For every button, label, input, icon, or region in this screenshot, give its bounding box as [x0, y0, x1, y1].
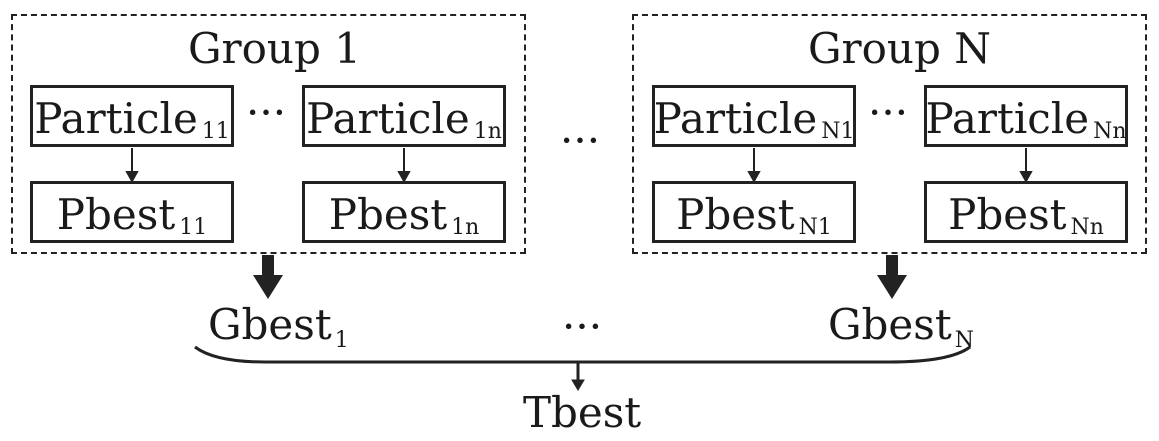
group-n-title: Group N — [808, 24, 991, 73]
group-1-ellipsis: ··· — [246, 88, 287, 137]
gbest-ellipsis: ··· — [562, 302, 603, 351]
pbest-N1-box: Pbest N1 — [652, 181, 856, 243]
particle-11-label: Particle — [34, 94, 198, 143]
gbest-n-subscript: N — [954, 328, 974, 353]
particle-N1-label: Particle — [653, 94, 818, 143]
particle-11-subscript: 11 — [201, 119, 230, 144]
group-1-title: Group 1 — [188, 24, 361, 73]
particle-Nn-label: Particle — [925, 94, 1090, 143]
particle-1n-subscript: 1n — [473, 119, 502, 144]
pbest-N1-subscript: N1 — [798, 215, 832, 240]
group-n-container — [632, 14, 1147, 254]
pbest-1n-label: Pbest — [328, 190, 448, 239]
particle-1n-label: Particle — [306, 94, 470, 143]
pbest-1n-subscript: 1n — [451, 215, 480, 240]
pbest-11-label: Pbest — [56, 190, 176, 239]
pbest-11-box: Pbest 11 — [30, 181, 234, 243]
pbest-Nn-box: Pbest Nn — [924, 181, 1128, 243]
group-n-ellipsis: ··· — [868, 88, 909, 137]
pbest-N1-label: Pbest — [676, 190, 795, 239]
thick-arrows — [253, 255, 907, 299]
gbest-1-subscript: 1 — [334, 328, 349, 353]
tbest-label: Tbest — [523, 388, 642, 437]
particle-N1-subscript: N1 — [821, 119, 855, 144]
pbest-Nn-subscript: Nn — [1070, 215, 1104, 240]
particle-N1-box: Particle N1 — [652, 85, 856, 147]
group-1-container — [11, 14, 526, 254]
pbest-11-subscript: 11 — [179, 215, 208, 240]
gbest-brace — [194, 345, 971, 364]
particle-Nn-box: Particle Nn — [924, 85, 1128, 147]
gbest-n-label: Gbest — [828, 300, 952, 349]
between-groups-ellipsis: ··· — [560, 116, 601, 165]
gbest-1-label: Gbest — [208, 300, 332, 349]
particle-Nn-subscript: Nn — [1093, 119, 1127, 144]
particle-11-box: Particle 11 — [30, 85, 234, 147]
pbest-Nn-label: Pbest — [948, 190, 1067, 239]
pbest-1n-box: Pbest 1n — [302, 181, 506, 243]
particle-1n-box: Particle 1n — [302, 85, 506, 147]
